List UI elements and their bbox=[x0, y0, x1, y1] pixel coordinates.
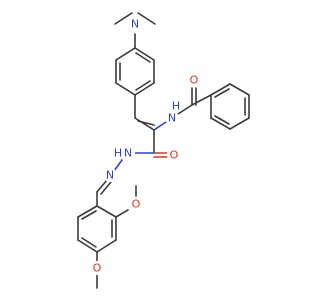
benzoyl-ring bbox=[210, 83, 250, 130]
hydrazide-oxygen-label: O bbox=[170, 149, 179, 162]
amide-oxygen-label: O bbox=[190, 74, 199, 87]
amide-nitrogen-label: N bbox=[168, 112, 176, 125]
dimethylamino-group bbox=[114, 12, 156, 49]
alkene-linker bbox=[134, 94, 155, 131]
dimethoxyphenyl-ring bbox=[77, 205, 117, 253]
methoxy-oxygen-label-4: O bbox=[93, 262, 102, 275]
methoxy-oxygen-label-2: O bbox=[132, 198, 141, 211]
hydrazone-linker bbox=[96, 159, 123, 207]
methoxy-groups bbox=[96, 185, 137, 289]
dimethylamino-nitrogen-label: N bbox=[131, 18, 139, 31]
amide-hydrogen-label: H bbox=[172, 100, 180, 113]
hydrazide-hydrogen-label: H bbox=[114, 147, 122, 160]
hydrazide-carbonyl bbox=[133, 129, 168, 158]
hydrazide-nitrogen-label: N bbox=[124, 147, 132, 160]
benzamide-group bbox=[153, 87, 212, 131]
imine-nitrogen-label: N bbox=[106, 169, 114, 182]
atom-labels: N N H O O N H N O O bbox=[90, 17, 201, 275]
chemical-structure: N N H O O N H N O O bbox=[77, 12, 250, 289]
aminophenyl-ring bbox=[115, 47, 155, 96]
